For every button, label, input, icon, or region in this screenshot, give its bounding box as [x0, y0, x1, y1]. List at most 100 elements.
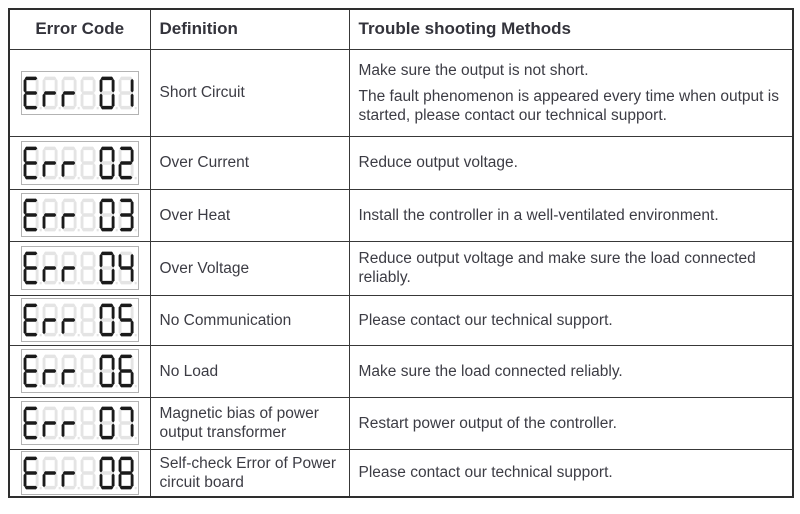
seven-segment-digit [80, 251, 99, 285]
seven-segment-digit [118, 354, 137, 388]
seven-segment-digit [118, 198, 137, 232]
table-row: Over Heat Install the controller in a we… [8, 188, 794, 242]
column-header-definition: Definition [149, 8, 350, 50]
seven-segment-digit [61, 406, 80, 440]
seven-segment-digit [80, 406, 99, 440]
methods-cell: Reduce output voltage. [348, 135, 794, 190]
error-code-cell [8, 240, 151, 296]
seven-segment-digit [118, 456, 137, 489]
error-code-cell [8, 396, 151, 450]
method-text: Reduce output voltage. [358, 154, 518, 171]
error-code-cell [8, 294, 151, 346]
methods-cell: Reduce output voltage and make sure the … [348, 240, 794, 296]
error-code-cell [8, 188, 151, 242]
seven-segment-digit [42, 354, 61, 388]
seven-segment-digit [23, 76, 42, 109]
seven-segment-digit [42, 198, 61, 232]
error-code-cell [8, 344, 151, 398]
seven-segment-digit [99, 198, 118, 232]
header-row: Error Code Definition Trouble shooting M… [8, 8, 794, 50]
seven-segment-digit [118, 406, 137, 440]
seven-segment-digit [23, 406, 42, 440]
seven-segment-digit [99, 76, 118, 109]
method-text: Please contact our technical support. [358, 464, 613, 481]
definition-cell: Over Current [149, 135, 350, 190]
seven-segment-digit [23, 303, 42, 337]
seven-segment-digit [23, 251, 42, 285]
seven-segment-digit [61, 198, 80, 232]
table-row: No Communication Please contact our tech… [8, 294, 794, 346]
method-text: Restart power output of the controller. [358, 414, 617, 432]
seven-segment-digit [99, 303, 118, 337]
definition-cell: Short Circuit [149, 48, 350, 137]
seven-segment-digit [42, 146, 61, 179]
table-row: Magnetic bias of power output transforme… [8, 396, 794, 450]
method-text: Make sure the load connected reliably. [358, 362, 623, 380]
seven-segment-digit [42, 456, 61, 489]
seven-segment-digit [118, 146, 137, 179]
seven-segment-digit [80, 303, 99, 337]
methods-cell: Make sure the output is not short. The fa… [348, 48, 794, 137]
seven-segment-display-err01 [20, 70, 139, 115]
methods-cell: Please contact our technical support. [348, 448, 794, 497]
definition-cell: Over Heat [149, 188, 350, 242]
definition-cell: No Load [149, 344, 350, 398]
methods-cell: Make sure the load connected reliably. [348, 344, 794, 398]
seven-segment-digit [118, 303, 137, 337]
seven-segment-digit [80, 354, 99, 388]
table-row: Over Voltage Reduce output voltage and m… [8, 240, 794, 296]
seven-segment-digit [80, 456, 99, 489]
seven-segment-digit [23, 146, 42, 179]
seven-segment-digit [42, 406, 61, 440]
method-text: Please contact our technical support. [358, 311, 613, 329]
definition-cell: No Communication [149, 294, 350, 346]
seven-segment-digit [80, 146, 99, 179]
seven-segment-digit [42, 76, 61, 109]
definition-cell: Over Voltage [149, 240, 350, 296]
error-code-table: Error Code Definition Trouble shooting M… [8, 8, 794, 498]
seven-segment-digit [42, 303, 61, 337]
seven-segment-display-err07 [20, 401, 139, 445]
seven-segment-digit [99, 406, 118, 440]
seven-segment-digit [61, 251, 80, 285]
seven-segment-display-err06 [20, 349, 139, 393]
error-code-cell [8, 135, 151, 190]
seven-segment-digit [23, 198, 42, 232]
column-header-error-code: Error Code [8, 8, 151, 50]
method-text: The fault phenomenon is appeared every t… [358, 87, 779, 124]
seven-segment-display-err08 [20, 450, 139, 495]
seven-segment-digit [80, 76, 99, 109]
seven-segment-digit [99, 354, 118, 388]
table-row: Self-check Error of Power circuit board … [8, 448, 794, 497]
seven-segment-digit [80, 198, 99, 232]
seven-segment-digit [61, 456, 80, 489]
seven-segment-display-err02 [20, 140, 139, 185]
table-row: No Load Make sure the load connected rel… [8, 344, 794, 398]
error-code-cell [8, 48, 151, 137]
table-row: Short Circuit Make sure the output is no… [8, 48, 794, 137]
methods-cell: Install the controller in a well-ventila… [348, 188, 794, 242]
seven-segment-display-err05 [20, 298, 139, 342]
methods-cell: Restart power output of the controller. [348, 396, 794, 450]
table-row: Over Current Reduce output voltage. [8, 135, 794, 190]
definition-cell: Magnetic bias of power output transforme… [149, 396, 350, 450]
error-code-cell [8, 448, 151, 497]
seven-segment-display-err04 [20, 246, 139, 290]
seven-segment-digit [61, 76, 80, 109]
seven-segment-digit [99, 146, 118, 179]
seven-segment-digit [99, 456, 118, 489]
seven-segment-digit [61, 354, 80, 388]
method-text: Install the controller in a well-ventila… [358, 206, 719, 224]
seven-segment-display-err03 [20, 193, 139, 237]
seven-segment-digit [118, 251, 137, 285]
seven-segment-digit [23, 354, 42, 388]
methods-cell: Please contact our technical support. [348, 294, 794, 346]
column-header-troubleshooting: Trouble shooting Methods [348, 8, 794, 50]
seven-segment-digit [118, 76, 137, 109]
seven-segment-digit [61, 146, 80, 179]
seven-segment-digit [23, 456, 42, 489]
seven-segment-digit [61, 303, 80, 337]
method-text: Make sure the output is not short. [358, 61, 589, 79]
seven-segment-digit [42, 251, 61, 285]
method-text: Reduce output voltage and make sure the … [358, 250, 756, 286]
